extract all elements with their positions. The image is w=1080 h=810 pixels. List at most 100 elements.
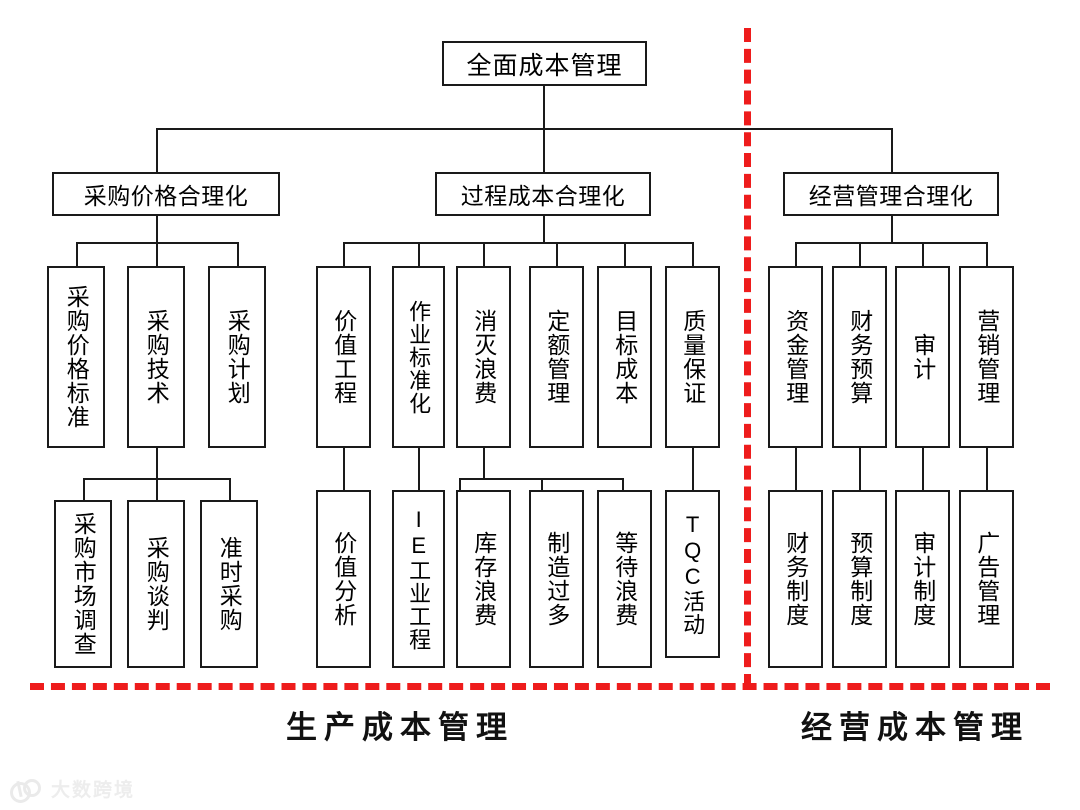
node-work-standardization[interactable]: 作业标准化 [392,266,445,448]
node-label: 库存浪费 [470,531,497,627]
connector-root-bus [156,128,892,130]
connector-branch-drop-purchase [156,128,158,172]
node-marketing-management[interactable]: 营销管理 [959,266,1014,448]
node-label: 财务预算 [846,309,873,405]
connector-management-c4 [986,242,988,266]
node-label: 准时采购 [216,536,243,632]
connector-process-c3 [483,242,485,266]
watermark-text: 大数跨境 [51,779,136,801]
node-label: 资金管理 [782,309,809,405]
connector-branch-drop-management [891,128,893,172]
node-label: 采购价格标准 [63,285,90,429]
node-eliminate-waste[interactable]: 消灭浪费 [456,266,511,448]
node-quality-assurance[interactable]: 质量保证 [665,266,720,448]
node-financial-budget[interactable]: 财务预算 [832,266,887,448]
connector-process-bus [343,242,693,244]
connector-std-work-drop [418,448,420,490]
node-purchase-negotiation[interactable]: 采购谈判 [127,500,185,668]
connector-quality-drop [692,448,694,490]
node-budget-system[interactable]: 预算制度 [832,490,887,668]
node-branch-management[interactable]: 经营管理合理化 [783,172,999,216]
connector-management-c2 [859,242,861,266]
node-ie-industrial-engineering[interactable]: IE工业工程 [392,490,445,668]
node-label: 等待浪费 [611,531,638,627]
node-purchase-price-standard[interactable]: 采购价格标准 [47,266,105,448]
connector-process-stem [543,215,545,243]
connector-value-engineering-drop [343,448,345,490]
node-label: 采购谈判 [143,536,170,632]
connector-purchase-c1 [76,242,78,266]
node-label: 价值工程 [330,309,357,405]
connector-budget-drop [859,448,861,490]
node-root-label: 全面成本管理 [466,51,623,80]
node-purchase-plan[interactable]: 采购计划 [208,266,266,448]
node-label: 目标成本 [611,309,638,405]
connector-purchase-l3-c2 [156,478,158,500]
connector-management-c3 [922,242,924,266]
node-inventory-waste[interactable]: 库存浪费 [456,490,511,668]
node-purchase-market-survey[interactable]: 采购市场调查 [54,500,112,668]
node-label: 价值分析 [330,531,357,627]
caption-right-text: 经营成本管理 [801,710,1029,746]
connector-purchase-l3-c1 [83,478,85,500]
node-label: 预算制度 [846,531,873,627]
connector-waste-c2 [541,478,543,500]
node-label: 作业标准化 [406,299,432,415]
node-label: 审计制度 [909,531,936,627]
connector-purchase-c2 [156,242,158,266]
separator-vertical-dashed [744,28,751,688]
node-label: TQC活动 [680,512,706,636]
node-branch-process[interactable]: 过程成本合理化 [435,172,651,216]
connector-purchase-stem [156,215,158,243]
node-branch-purchase[interactable]: 采购价格合理化 [52,172,280,216]
connector-marketing-drop [986,448,988,490]
connector-purchase-c3 [237,242,239,266]
caption-operating-cost-management: 经营成本管理 [760,702,1070,747]
connector-waste-c1 [459,478,461,500]
caption-production-cost-management: 生产成本管理 [200,702,600,747]
connector-fund-drop [795,448,797,490]
node-advertising-management[interactable]: 广告管理 [959,490,1014,668]
node-purchase-technology[interactable]: 采购技术 [127,266,185,448]
node-just-in-time-purchase[interactable]: 准时采购 [200,500,258,668]
node-value-analysis[interactable]: 价值分析 [316,490,371,668]
node-waiting-waste[interactable]: 等待浪费 [597,490,652,668]
node-audit[interactable]: 审计 [895,266,950,448]
node-label: 广告管理 [973,531,1000,627]
node-overproduction[interactable]: 制造过多 [529,490,584,668]
node-fund-management[interactable]: 资金管理 [768,266,823,448]
watermark: 大数跨境 [10,775,136,803]
node-tqc-activity[interactable]: TQC活动 [665,490,720,658]
node-branch-management-label: 经营管理合理化 [808,183,974,209]
node-branch-purchase-label: 采购价格合理化 [83,183,249,209]
node-audit-system[interactable]: 审计制度 [895,490,950,668]
node-value-engineering[interactable]: 价值工程 [316,266,371,448]
node-label: 采购计划 [224,309,251,405]
node-label: 采购市场调查 [70,512,97,656]
connector-process-c5 [624,242,626,266]
node-branch-process-label: 过程成本合理化 [460,183,626,209]
node-label: IE工业工程 [406,507,432,651]
connector-process-c2 [418,242,420,266]
node-quota-management[interactable]: 定额管理 [529,266,584,448]
separator-horizontal-dashed [30,683,1050,690]
connector-process-c6 [692,242,694,266]
node-label: 消灭浪费 [470,309,497,405]
node-label: 审计 [909,333,936,381]
node-root[interactable]: 全面成本管理 [442,41,647,86]
node-label: 营销管理 [973,309,1000,405]
node-target-cost[interactable]: 目标成本 [597,266,652,448]
connector-process-c4 [556,242,558,266]
connector-process-c1 [343,242,345,266]
connector-branch-drop-process [543,128,545,172]
connector-purchase-tech-stem [156,448,158,479]
connector-audit-drop [922,448,924,490]
watermark-logo-icon [10,777,44,803]
node-financial-system[interactable]: 财务制度 [768,490,823,668]
node-label: 质量保证 [679,309,706,405]
node-label: 采购技术 [143,309,170,405]
connector-purchase-l3-c3 [229,478,231,500]
node-label: 财务制度 [782,531,809,627]
connector-management-bus [795,242,987,244]
